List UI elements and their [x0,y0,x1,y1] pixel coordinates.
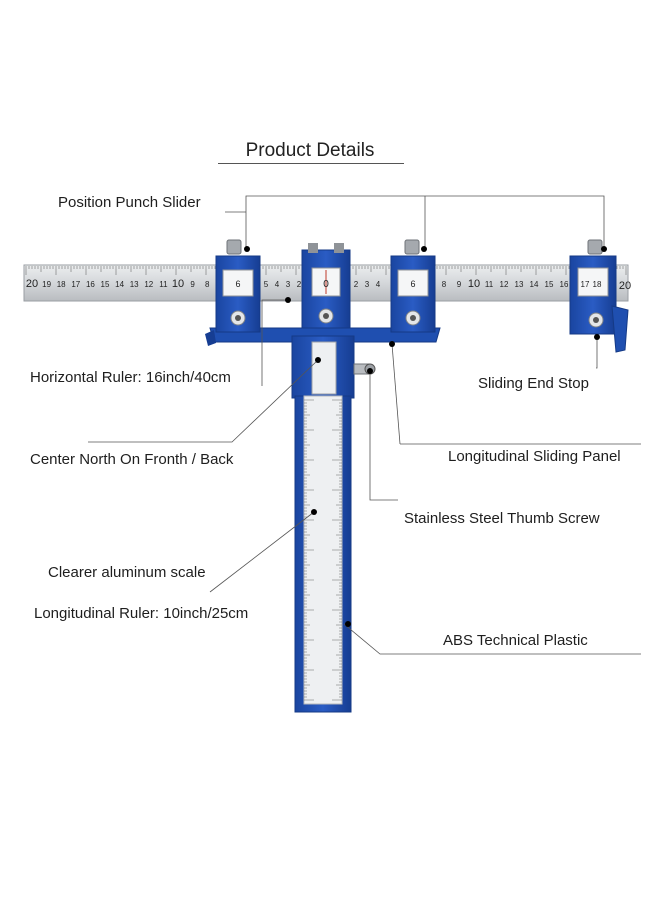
ruler-number: 20 [26,278,38,290]
ruler-number: 2 [297,280,302,289]
ruler-number: 13 [515,280,524,289]
label-longitudinal-ruler: Longitudinal Ruler: 10inch/25cm [34,605,249,622]
ruler-number: 19 [42,280,51,289]
ruler-number: 12 [144,280,153,289]
ruler-number: 15 [545,280,554,289]
ruler-number: 4 [376,280,381,289]
ruler-number: 15 [101,280,110,289]
title-underline [218,163,404,164]
ruler-number: 12 [500,280,509,289]
ruler-number: 14 [530,280,539,289]
label-abs-plastic: ABS Technical Plastic [443,632,588,649]
ruler-number: 18 [57,280,66,289]
callout-lines [88,195,641,655]
longitudinal-ruler-ticks [304,399,342,701]
label-sliding-end-stop: Sliding End Stop [478,375,589,392]
label-thumb-screw: Stainless Steel Thumb Screw [404,510,600,527]
callout-dots [244,246,607,627]
ruler-number: 10 [172,278,184,290]
ruler-number: 17 [581,280,590,289]
ruler-number: 9 [190,280,195,289]
label-longitudinal-panel: Longitudinal Sliding Panel [448,448,621,465]
label-clearer-scale: Clearer aluminum scale [48,564,206,581]
ruler-number: 18 [593,280,602,289]
ruler-number: 3 [286,280,291,289]
center-window [311,341,337,395]
ruler-number: 4 [275,280,280,289]
ruler-number: 13 [130,280,139,289]
slider-number: 6 [235,279,240,289]
ruler-number: 14 [115,280,124,289]
label-horizontal-ruler: Horizontal Ruler: 16inch/40cm [30,369,231,386]
ruler-number: 8 [442,280,447,289]
ruler-number: 17 [71,280,80,289]
ruler-number: 10 [468,278,480,290]
ruler-center-number: 0 [323,279,329,290]
ruler-number: 3 [365,280,370,289]
page-title: Product Details [245,140,375,161]
ruler-end-number: 20 [619,280,631,292]
ruler-number: 5 [264,280,269,289]
ruler-number: 16 [86,280,95,289]
ruler-number: 11 [159,280,168,289]
ruler-number: 16 [560,280,569,289]
label-position-punch-slider: Position Punch Slider [58,194,201,211]
ruler-number: 2 [354,280,359,289]
ruler-number: 11 [485,280,494,289]
slider-number: 6 [410,279,415,289]
ruler-number: 9 [457,280,462,289]
label-center-north: Center North On Fronth / Back [30,451,234,468]
ruler-number: 8 [205,280,210,289]
